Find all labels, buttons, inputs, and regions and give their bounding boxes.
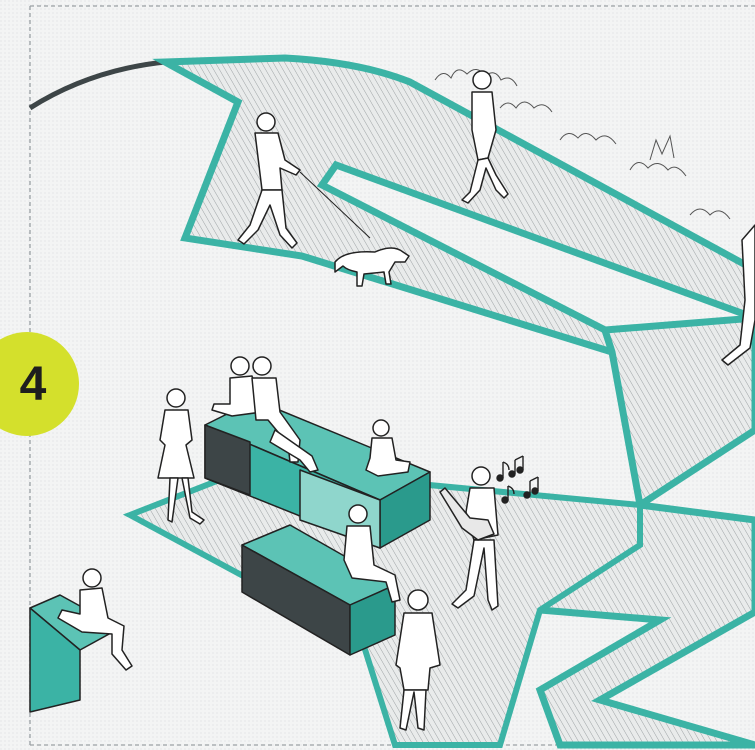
step-number: 4 (19, 357, 47, 411)
bench-icon (204, 399, 431, 549)
seated-man-icon (57, 568, 133, 671)
walking-woman-icon (461, 70, 509, 204)
standing-person-icon (721, 224, 755, 366)
standing-man-icon (395, 589, 441, 731)
music-notes-icon (496, 455, 539, 504)
standing-woman-icon (157, 388, 205, 525)
guitar-player-icon (439, 466, 499, 611)
shrub-icon (434, 69, 731, 220)
bench-icon (241, 524, 396, 656)
plaza-edge-curve (28, 59, 166, 111)
lower-path (535, 314, 755, 749)
walker-with-dog-icon (237, 112, 371, 249)
seated-woman-icon (343, 504, 401, 603)
seated-people-icon (211, 356, 319, 473)
seated-person-icon (365, 419, 411, 477)
dog-icon (334, 247, 410, 287)
